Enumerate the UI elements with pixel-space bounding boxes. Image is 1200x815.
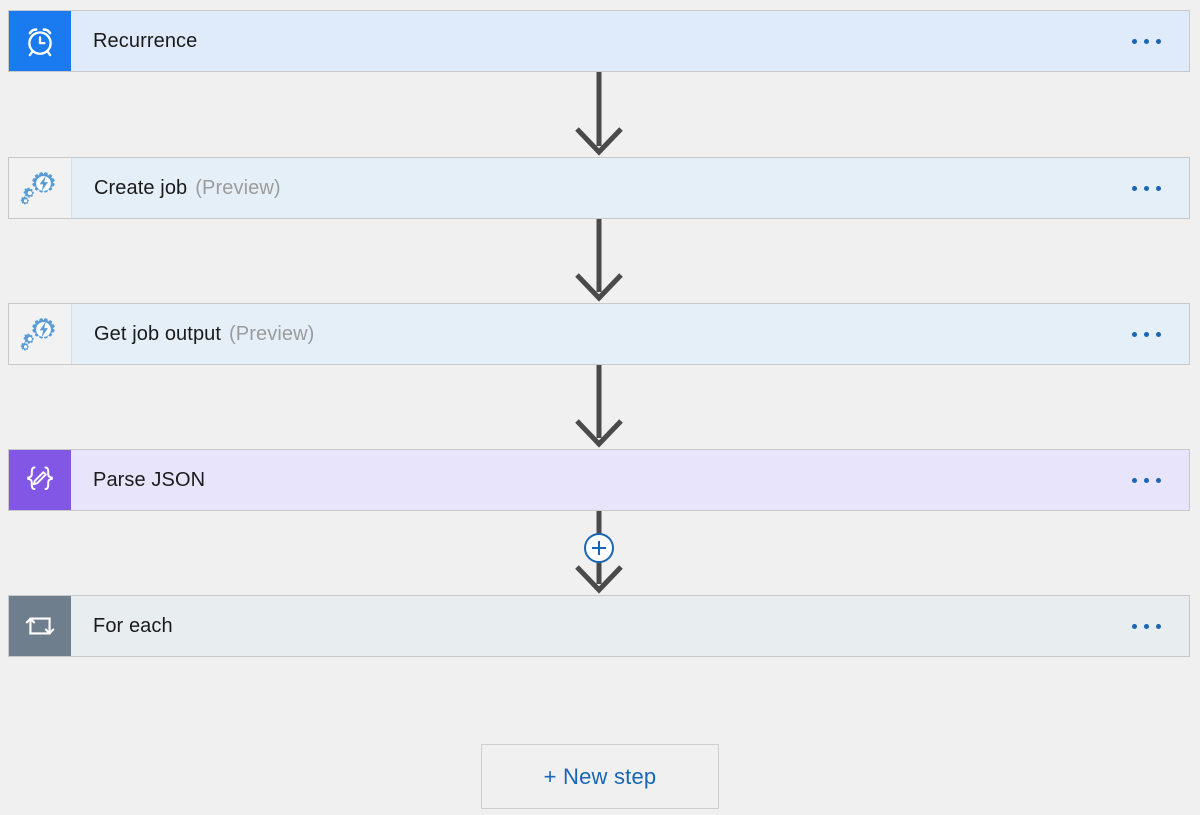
step-title-suffix: (Preview) [195,176,281,199]
step-menu-button-for-each[interactable] [1103,596,1189,656]
connector-create-job-to-get-job-output [575,219,623,302]
ellipsis-dot [1143,38,1149,44]
step-title-text: Parse JSON [93,468,206,491]
step-title-recurrence: Recurrence [71,11,1103,71]
step-title-suffix: (Preview) [229,322,315,345]
ellipsis-dot [1131,623,1137,629]
step-menu-button-get-job-output[interactable] [1103,304,1189,364]
ellipsis-dot [1143,331,1149,337]
ellipsis-dot [1143,623,1149,629]
step-card-create-job[interactable]: Create job (Preview) [8,157,1190,219]
ellipsis-dot [1155,331,1161,337]
ellipsis-dot [1143,185,1149,191]
step-menu-button-parse-json[interactable] [1103,450,1189,510]
step-title-text: Create job [94,176,188,199]
step-title-for-each: For each [71,596,1103,656]
step-card-recurrence[interactable]: Recurrence [8,10,1190,72]
ellipsis-dot [1155,38,1161,44]
step-title-text: Get job output [94,322,222,345]
step-menu-button-create-job[interactable] [1103,158,1189,218]
step-menu-button-recurrence[interactable] [1103,11,1189,71]
ellipsis-dot [1131,477,1137,483]
insert-step-button[interactable] [584,533,614,563]
braces-pencil-icon [9,450,71,510]
step-title-parse-json: Parse JSON [71,450,1103,510]
gear-lightning-icon [9,304,72,364]
step-card-parse-json[interactable]: Parse JSON [8,449,1190,511]
connector-recurrence-to-create-job [575,72,623,156]
alarm-clock-icon [9,11,71,71]
ellipsis-dot [1143,477,1149,483]
ellipsis-dot [1155,623,1161,629]
step-title-text: Recurrence [93,29,198,52]
step-card-get-job-output[interactable]: Get job output (Preview) [8,303,1190,365]
step-title-text: For each [93,614,173,637]
ellipsis-dot [1131,38,1137,44]
ellipsis-dot [1155,185,1161,191]
loop-repeat-icon [9,596,71,656]
new-step-label: + New step [543,763,657,789]
gear-lightning-icon [9,158,72,218]
step-title-get-job-output: Get job output (Preview) [72,304,1103,364]
step-card-for-each[interactable]: For each [8,595,1190,657]
ellipsis-dot [1131,331,1137,337]
connector-get-job-output-to-parse-json [575,365,623,448]
new-step-button[interactable]: + New step [481,744,719,809]
ellipsis-dot [1155,477,1161,483]
step-title-create-job: Create job (Preview) [72,158,1103,218]
ellipsis-dot [1131,185,1137,191]
